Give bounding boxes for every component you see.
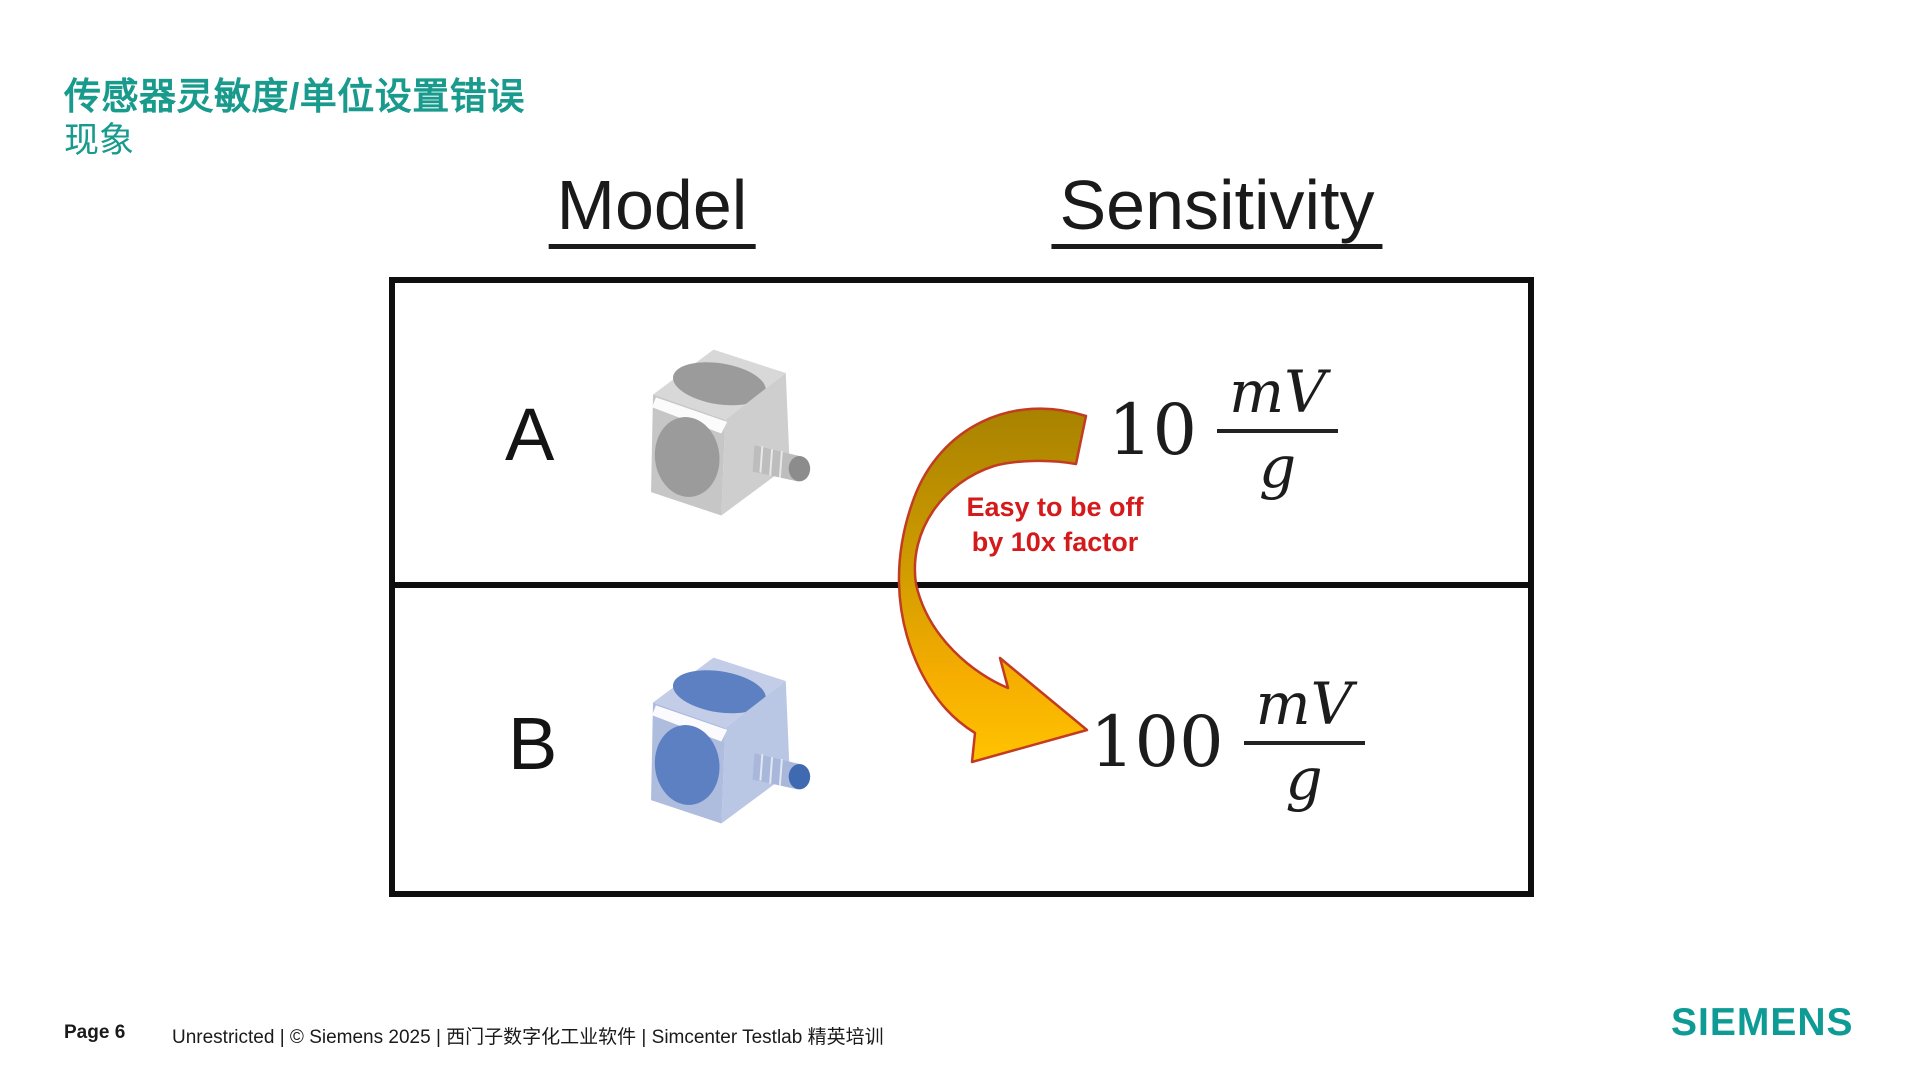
siemens-logo: SIEMENS xyxy=(1671,1001,1854,1044)
annotation-line2: by 10x factor xyxy=(971,527,1139,558)
annotation-line1: Easy to be off xyxy=(966,492,1144,522)
curved-arrow-icon xyxy=(897,407,1089,764)
column-header-sensitivity: Sensitivity xyxy=(1051,170,1383,249)
comparison-table xyxy=(389,277,1534,897)
sensitivity-number-b: 100 xyxy=(1090,701,1224,783)
sensitivity-value-b: 100 mV g xyxy=(1090,667,1365,817)
unit-denominator-b: g xyxy=(1285,745,1323,813)
page-number: Page 6 xyxy=(64,1022,126,1043)
footer-meta: Unrestricted | © Siemens 2025 | 西门子数字化工业… xyxy=(172,1027,884,1048)
unit-numerator-a: mV xyxy=(1217,362,1338,433)
accelerometer-gray-icon xyxy=(651,349,811,516)
unit-fraction-b: mV g xyxy=(1243,674,1365,813)
model-b-label: B xyxy=(508,702,558,785)
unit-fraction-a: mV g xyxy=(1217,362,1338,498)
table-row-divider xyxy=(389,582,1534,588)
unit-denominator-a: g xyxy=(1258,433,1297,501)
sensitivity-value-a: 10 mV g xyxy=(1108,355,1338,505)
sensitivity-number-a: 10 xyxy=(1108,389,1198,471)
page-subtitle: 现象 xyxy=(64,121,135,160)
column-header-model: Model xyxy=(548,170,756,249)
page-title: 传感器灵敏度/单位设置错误 xyxy=(64,76,525,117)
model-a-label: A xyxy=(505,393,555,476)
unit-numerator-b: mV xyxy=(1243,674,1365,745)
accelerometer-blue-icon xyxy=(651,657,811,824)
annotation-text: Easy to be off by 10x factor xyxy=(935,490,1175,560)
